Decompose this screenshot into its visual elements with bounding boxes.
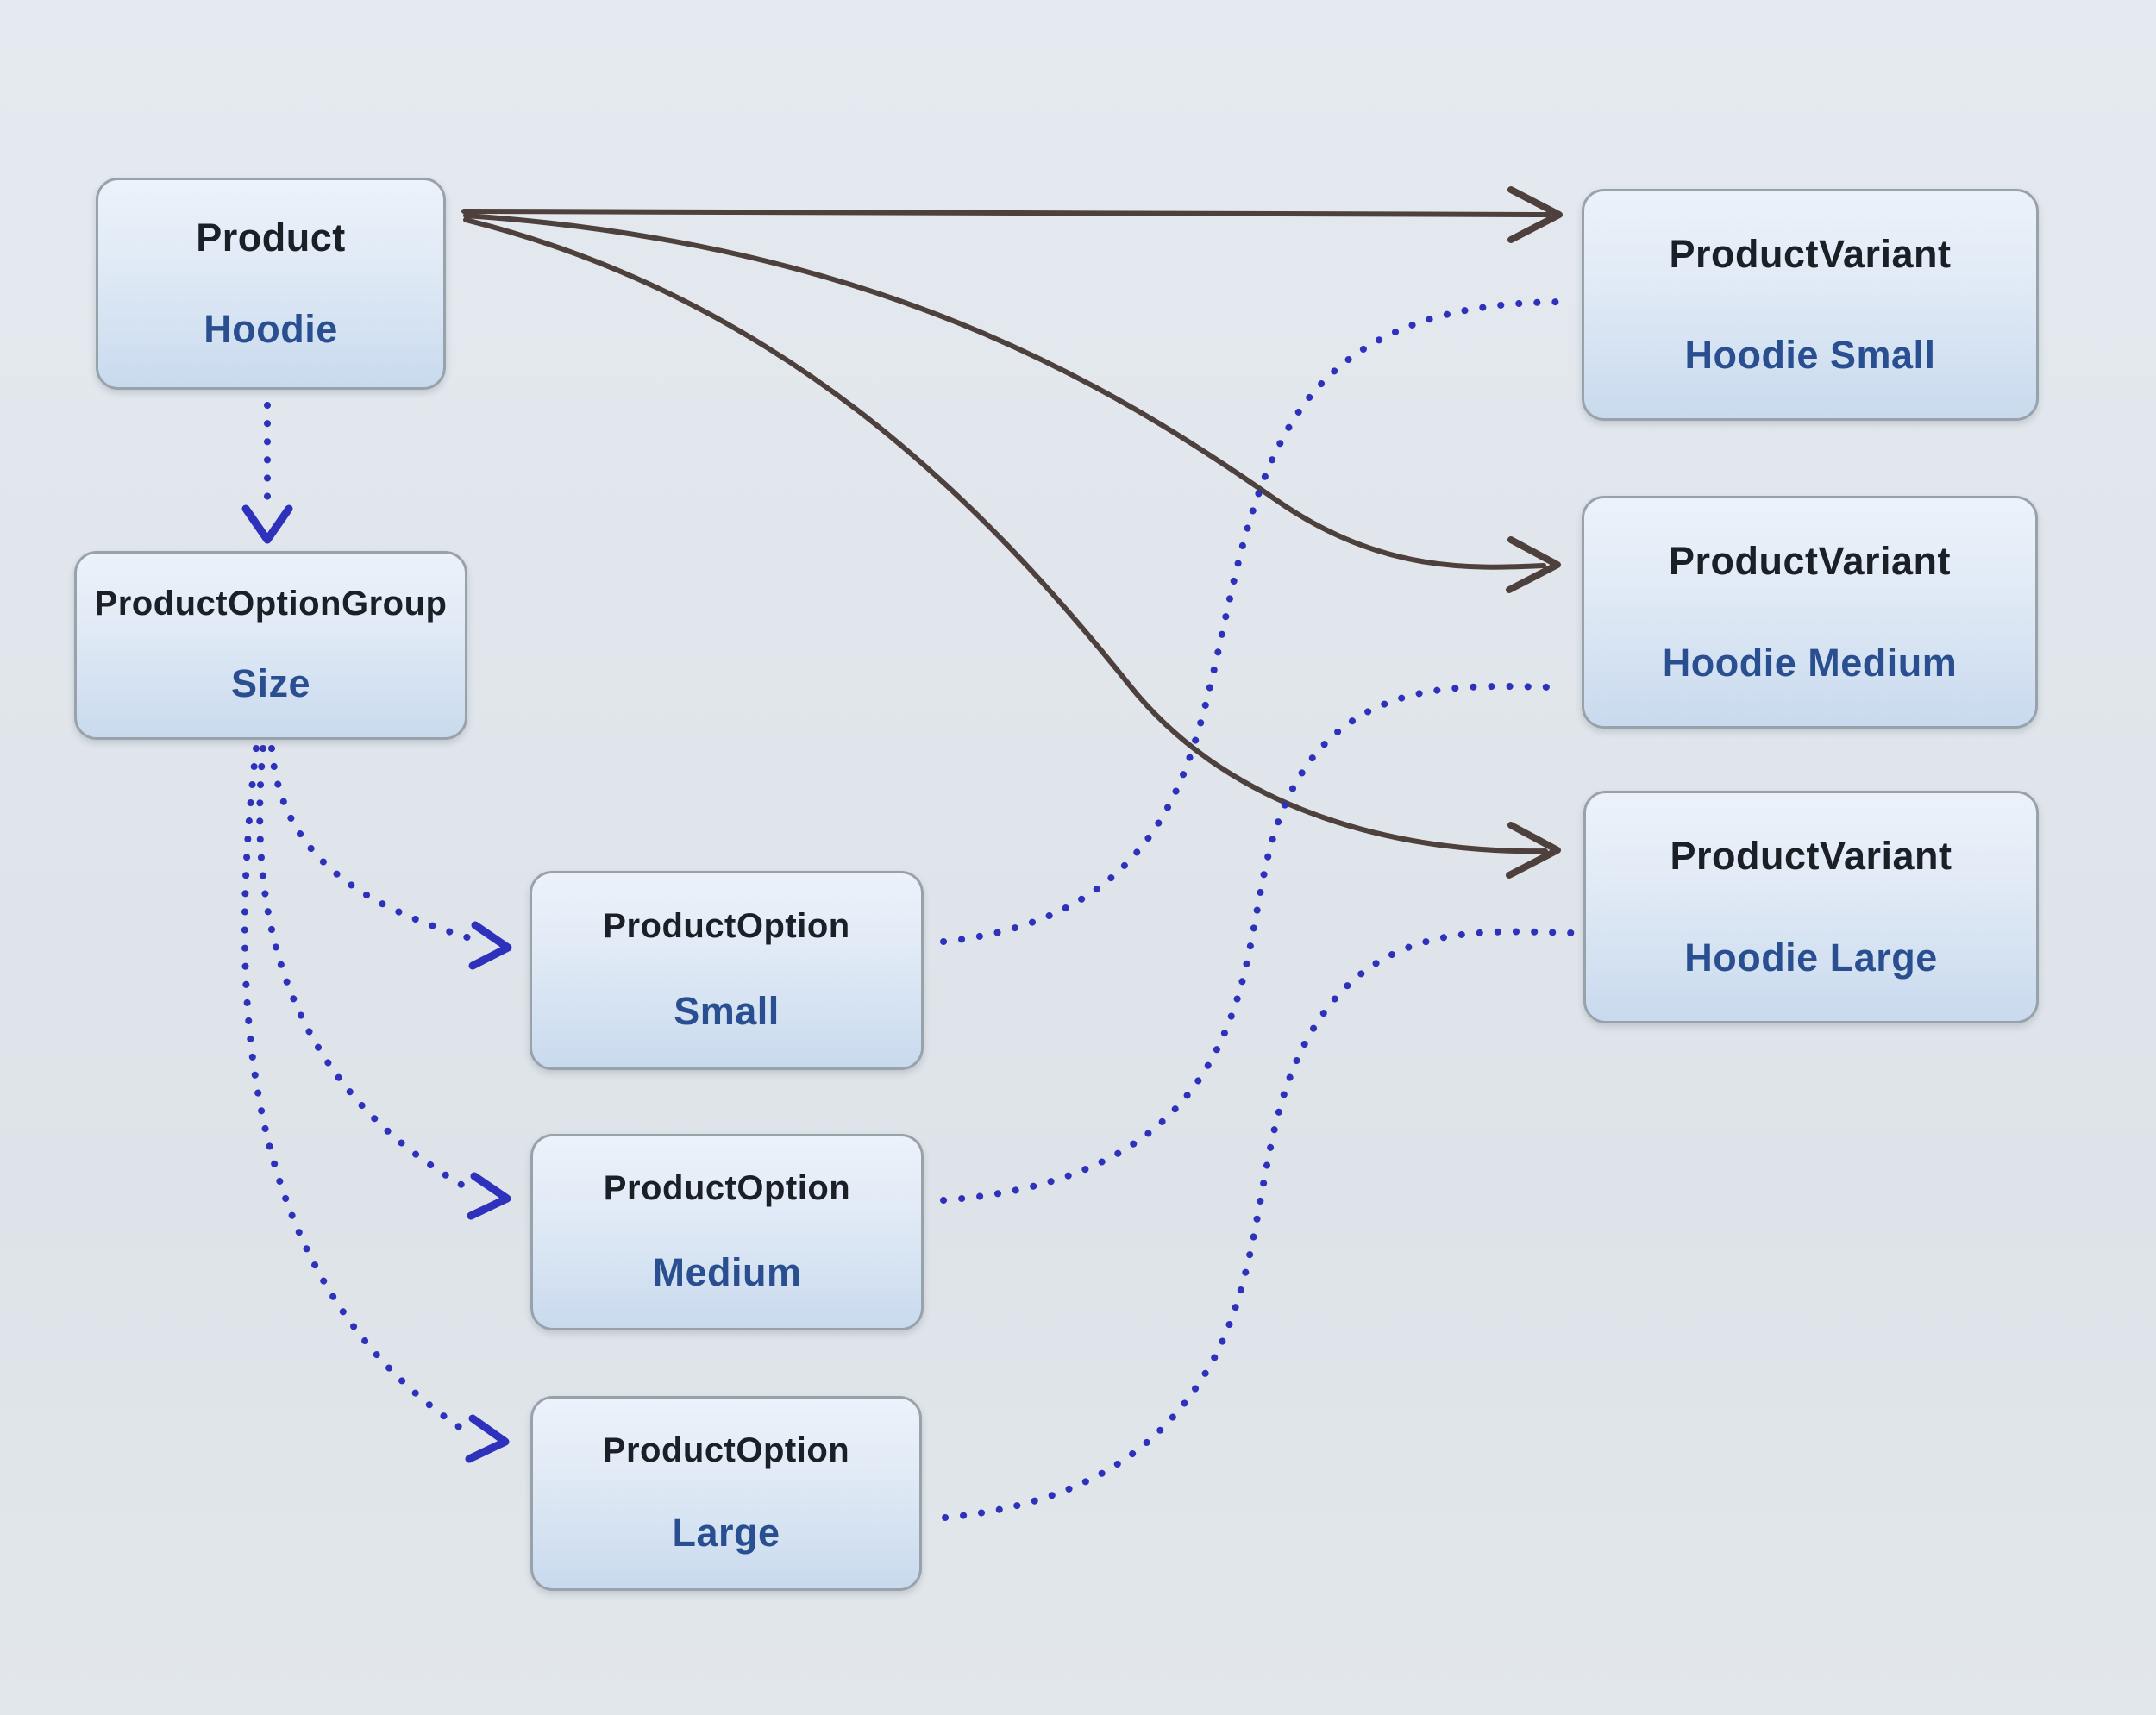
node-product-option-medium-type: ProductOption	[603, 1169, 851, 1208]
edge-option-medium-variant-medium	[940, 683, 1556, 1204]
node-product-variant-large-label: Hoodie Large	[1684, 936, 1938, 980]
node-product-type: Product	[196, 216, 346, 260]
edge-product-variant-medium-arrowhead	[1506, 536, 1561, 593]
node-product-option-medium-label: Medium	[652, 1249, 802, 1294]
edge-option-large-variant-large	[942, 928, 1576, 1521]
edge-product-variant-large	[463, 217, 1548, 854]
node-product-option-medium: ProductOption Medium	[530, 1134, 924, 1330]
node-product-variant-small-type: ProductVariant	[1669, 231, 1952, 276]
node-product-option-group: ProductOptionGroup Size	[74, 551, 467, 740]
node-product-option-group-type: ProductOptionGroup	[94, 585, 448, 623]
node-product-option-small-label: Small	[674, 989, 780, 1033]
node-product-option-large-label: Large	[672, 1511, 780, 1555]
node-product-variant-large: ProductVariant Hoodie Large	[1583, 791, 2039, 1023]
node-product-option-small-type: ProductOption	[603, 907, 850, 945]
edge-product-variant-small-arrowhead	[1507, 186, 1563, 243]
node-product-variant-medium: ProductVariant Hoodie Medium	[1582, 496, 2038, 729]
edge-product-option-group-arrowhead	[241, 504, 293, 544]
edge-product-variant-large-arrowhead	[1506, 822, 1561, 879]
node-product-variant-medium-type: ProductVariant	[1668, 539, 1952, 583]
edge-product-variant-medium	[463, 213, 1546, 570]
node-product: Product Hoodie	[96, 178, 446, 390]
edge-group-option-small	[268, 745, 473, 942]
edge-group-option-large-arrowhead	[465, 1414, 510, 1463]
edge-group-option-large	[241, 745, 469, 1435]
edge-group-option-medium-arrowhead	[467, 1172, 511, 1220]
edge-group-option-medium	[256, 745, 471, 1192]
edge-option-small-variant-small	[940, 298, 1575, 945]
node-product-variant-small: ProductVariant Hoodie Small	[1582, 189, 2039, 421]
node-product-option-large-type: ProductOption	[602, 1430, 850, 1469]
node-product-option-group-label: Size	[230, 661, 311, 705]
node-product-variant-large-type: ProductVariant	[1670, 834, 1952, 878]
node-product-option-small: ProductOption Small	[530, 871, 924, 1070]
node-product-option-large: ProductOption Large	[530, 1396, 922, 1591]
edge-group-option-small-arrowhead	[468, 921, 512, 970]
node-product-variant-medium-label: Hoodie Medium	[1662, 641, 1958, 685]
node-product-variant-small-label: Hoodie Small	[1684, 333, 1936, 378]
node-product-label: Hoodie	[204, 307, 338, 351]
edge-product-variant-small	[461, 209, 1551, 217]
